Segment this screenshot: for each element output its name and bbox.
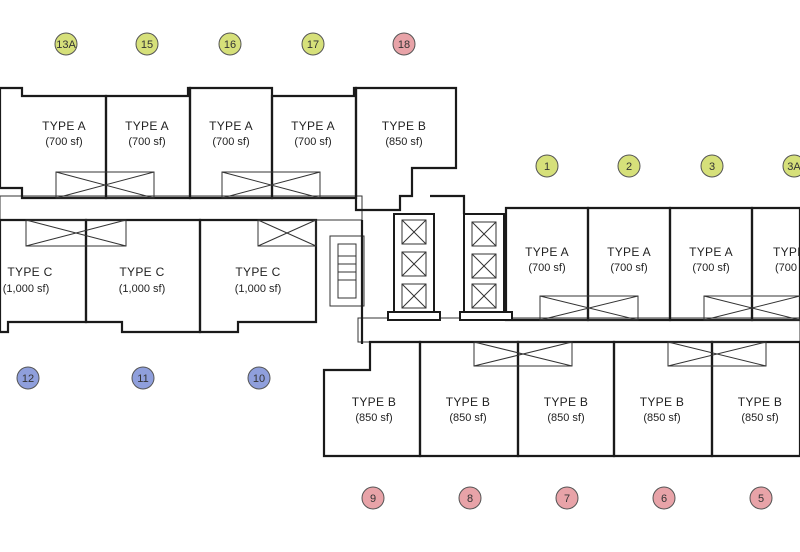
balcony [221,171,321,199]
unit-7[interactable]: TYPE B (850 sf) [516,340,616,458]
unit-size-label: (700 sf) [528,262,565,274]
unit-type-label: TYPE B [640,395,684,409]
unit-size-label: (700 sf) [294,136,331,148]
unit-size-label: (850 sf) [643,412,680,424]
unit-number-label: 10 [253,373,265,385]
unit-5[interactable]: TYPE B (850 sf) [710,340,800,458]
unit-type-label: TYPE B [352,395,396,409]
unit-size-label: (1,000 sf) [3,283,49,295]
balcony [539,295,639,321]
unit-number-label: 15 [141,39,153,51]
unit-number-label: 8 [467,493,473,505]
unit-number-label: 3A [787,161,800,173]
balcony [55,171,155,199]
balcony [257,219,317,247]
elevator-bank-east [463,213,505,319]
unit-size-label: (850 sf) [355,412,392,424]
unit-number-label: 17 [307,39,319,51]
core-walls [360,194,513,344]
unit-type-label: TYPE B [446,395,490,409]
balcony [667,341,767,367]
elevator-bank-west [393,213,435,319]
unit-number-badge-9: 9 [361,486,385,510]
unit-number-badge-16: 16 [218,32,242,56]
corridor-west [0,195,363,221]
unit-number-badge-1: 1 [535,154,559,178]
unit-size-label: (1,000 sf) [235,283,281,295]
unit-number-badge-13a: 13A [54,32,78,56]
unit-fill [710,340,800,458]
unit-type-label: TYPE [773,245,800,259]
unit-size-label: (1,000 sf) [119,283,165,295]
unit-number-badge-17: 17 [301,32,325,56]
unit-number-badge-18: 18 [392,32,416,56]
corridor-east [357,317,800,343]
unit-type-label: TYPE B [544,395,588,409]
unit-size-label: (700 sf) [692,262,729,274]
unit-number-label: 7 [564,493,570,505]
unit-type-label: TYPE A [125,119,169,133]
unit-number-label: 6 [661,493,667,505]
unit-number-label: 13A [56,39,76,51]
unit-number-badge-2: 2 [617,154,641,178]
unit-number-label: 11 [137,373,148,385]
unit-size-label: (700 sf) [128,136,165,148]
unit-number-label: 9 [370,493,376,505]
unit-number-label: 18 [398,39,410,51]
stair-core [329,235,365,307]
unit-size-label: (700 [775,262,797,274]
unit-number-badge-6: 6 [652,486,676,510]
unit-fill [750,206,800,322]
unit-type-label: TYPE C [119,265,164,279]
unit-number-label: 16 [224,39,236,51]
unit-18[interactable]: TYPE B (850 sf) [354,86,458,212]
unit-type-label: TYPE A [525,245,569,259]
balcony [703,295,800,321]
unit-size-label: (850 sf) [741,412,778,424]
unit-type-label: TYPE A [42,119,86,133]
unit-3a[interactable]: TYPE (700 [750,206,800,322]
unit-number-badge-7: 7 [555,486,579,510]
unit-fill [354,86,458,212]
unit-9[interactable]: TYPE B (850 sf) [322,340,422,458]
unit-size-label: (850 sf) [547,412,584,424]
unit-2[interactable]: TYPE A (700 sf) [586,206,672,322]
unit-size-label: (700 sf) [610,262,647,274]
unit-number-label: 5 [758,493,764,505]
unit-size-label: (850 sf) [449,412,486,424]
unit-type-label: TYPE C [235,265,280,279]
balcony [25,219,127,247]
unit-3[interactable]: TYPE A (700 sf) [668,206,754,322]
unit-number-badge-3a: 3A [782,154,800,178]
unit-number-badge-15: 15 [135,32,159,56]
unit-type-label: TYPE A [209,119,253,133]
unit-1[interactable]: TYPE A (700 sf) [504,206,590,322]
unit-10[interactable]: TYPE C (1,000 sf) [198,218,318,334]
unit-number-badge-3: 3 [700,154,724,178]
unit-size-label: (700 sf) [212,136,249,148]
unit-type-label: TYPE A [689,245,733,259]
unit-number-badge-12: 12 [16,366,40,390]
unit-type-label: TYPE A [607,245,651,259]
unit-number-label: 1 [544,161,550,173]
unit-number-label: 2 [626,161,632,173]
unit-number-badge-8: 8 [458,486,482,510]
unit-type-label: TYPE C [7,265,52,279]
unit-type-label: TYPE B [382,119,426,133]
unit-type-label: TYPE B [738,395,782,409]
unit-11[interactable]: TYPE C (1,000 sf) [84,218,202,334]
unit-number-label: 3 [709,161,715,173]
unit-size-label: (700 sf) [45,136,82,148]
unit-size-label: (850 sf) [385,136,422,148]
unit-number-badge-10: 10 [247,366,271,390]
unit-type-label: TYPE A [291,119,335,133]
unit-number-badge-11: 11 [131,366,155,390]
unit-number-badge-5: 5 [749,486,773,510]
unit-12[interactable]: TYPE C (1,000 sf) [0,218,88,334]
balcony [473,341,573,367]
unit-number-label: 12 [22,373,34,385]
